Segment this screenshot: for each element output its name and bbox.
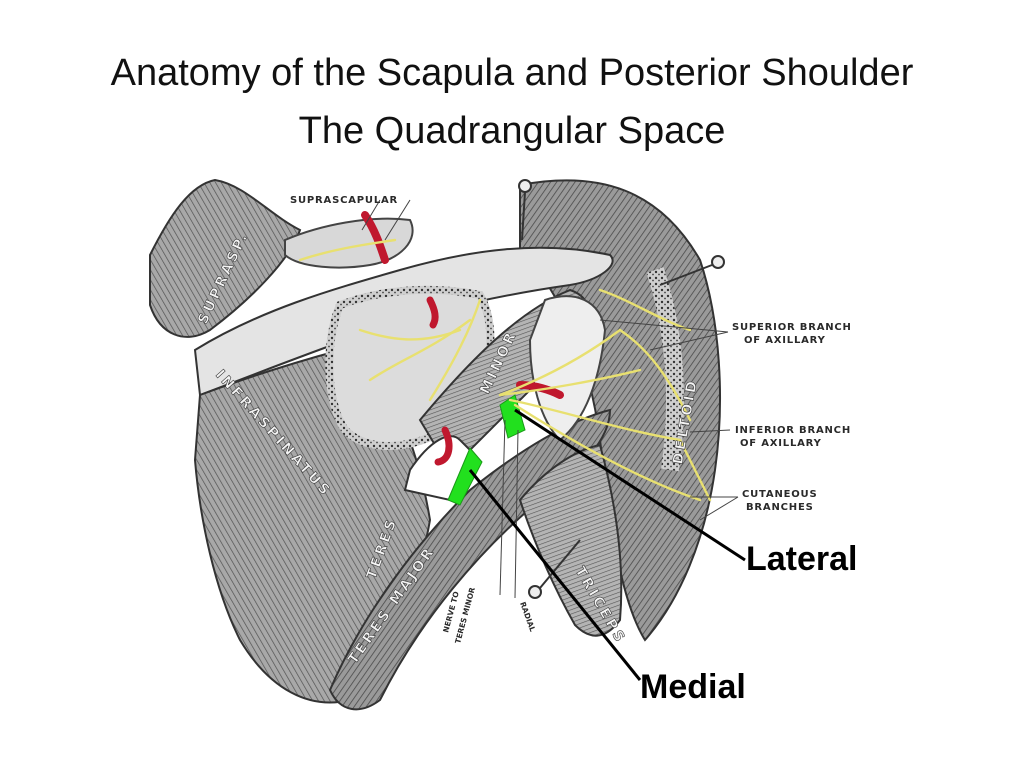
- nerve-branches: [298, 238, 712, 502]
- supraspinatus-muscle: [149, 178, 302, 338]
- triceps-muscle: [518, 443, 623, 637]
- label-medial: Medial: [640, 668, 746, 706]
- quadrangular-space-highlight-lower: [447, 447, 483, 506]
- label-superior-branch-1: SUPERIOR BRANCH: [732, 322, 852, 333]
- deltoid-cut-edge: [646, 267, 684, 472]
- pins: [518, 179, 725, 599]
- title-line-2: The Quadrangular Space: [298, 110, 726, 152]
- label-superior-branch-2: OF AXILLARY: [744, 335, 826, 346]
- medial-pointer-line: [468, 469, 642, 681]
- title-line-1: Anatomy of the Scapula and Posterior Sho…: [110, 52, 914, 94]
- label-suprascapular: SUPRASCAPULAR: [290, 195, 398, 206]
- artery-in-fossa: [426, 296, 439, 329]
- label-cutaneous-2: BRANCHES: [746, 502, 814, 513]
- scapular-spine: [193, 246, 614, 397]
- label-radial: RADIAL: [518, 601, 537, 634]
- label-cutaneous-1: CUTANEOUS: [742, 489, 817, 500]
- scapular-circumflex-artery: [434, 426, 453, 466]
- label-lateral: Lateral: [746, 540, 858, 578]
- lateral-pointer-line: [514, 408, 746, 562]
- label-inferior-branch-2: OF AXILLARY: [740, 438, 822, 449]
- suprascapular-artery: [361, 211, 389, 264]
- label-inferior-branch-1: INFERIOR BRANCH: [735, 425, 851, 436]
- leader-lines: [361, 199, 746, 681]
- slide-title: Anatomy of the Scapula and Posterior Sho…: [0, 44, 1024, 160]
- quadrangular-space-highlight-upper: [499, 394, 526, 439]
